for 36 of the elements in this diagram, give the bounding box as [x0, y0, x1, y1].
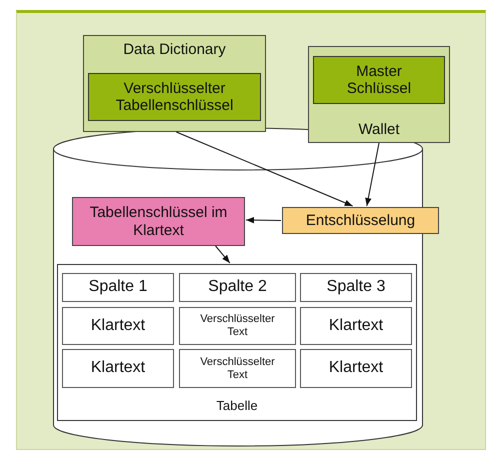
- node-label: Klartext: [90, 316, 146, 336]
- table-cell: [62, 273, 174, 302]
- node-label: Tabelle: [215, 399, 259, 414]
- node-label: Spalte 3: [326, 278, 386, 297]
- node-label: Spalte 1: [88, 278, 148, 297]
- node-label: Klartext: [328, 316, 384, 336]
- node-label: Tabellenschlüssel im Klartext: [88, 204, 228, 239]
- table-cell: [179, 273, 296, 302]
- process-box: [282, 207, 439, 234]
- arrow: [215, 246, 230, 264]
- arrow: [176, 132, 354, 206]
- table-frame: [57, 264, 417, 421]
- key-box: [313, 56, 445, 104]
- table-cell: [179, 349, 296, 388]
- table-cell: [62, 307, 174, 345]
- node-label: Entschlüsselung: [304, 212, 416, 230]
- key-box: [88, 73, 261, 121]
- table-cell: [300, 349, 412, 388]
- node-label: Klartext: [328, 359, 384, 378]
- arrow: [246, 216, 282, 224]
- node-label: Verschlüsselter Text: [199, 313, 276, 339]
- wallet-box: [308, 46, 450, 143]
- table-cell: [62, 349, 174, 388]
- key-box: [72, 197, 245, 246]
- table-cell: [179, 307, 296, 345]
- table-cell: [300, 307, 412, 345]
- node-label: Wallet: [357, 120, 401, 138]
- node-label: Master Schlüssel: [346, 62, 412, 98]
- node-label: Klartext: [90, 359, 146, 378]
- data-dictionary-box: [83, 35, 266, 132]
- node-label: Spalte 2: [207, 278, 268, 297]
- table-cell: [300, 273, 412, 302]
- node-label: Verschlüsselter Text: [199, 356, 276, 382]
- node-label: Verschlüsselter Tabellenschlüssel: [114, 80, 234, 114]
- node-label: Data Dictionary: [122, 41, 227, 58]
- arrow: [365, 142, 380, 206]
